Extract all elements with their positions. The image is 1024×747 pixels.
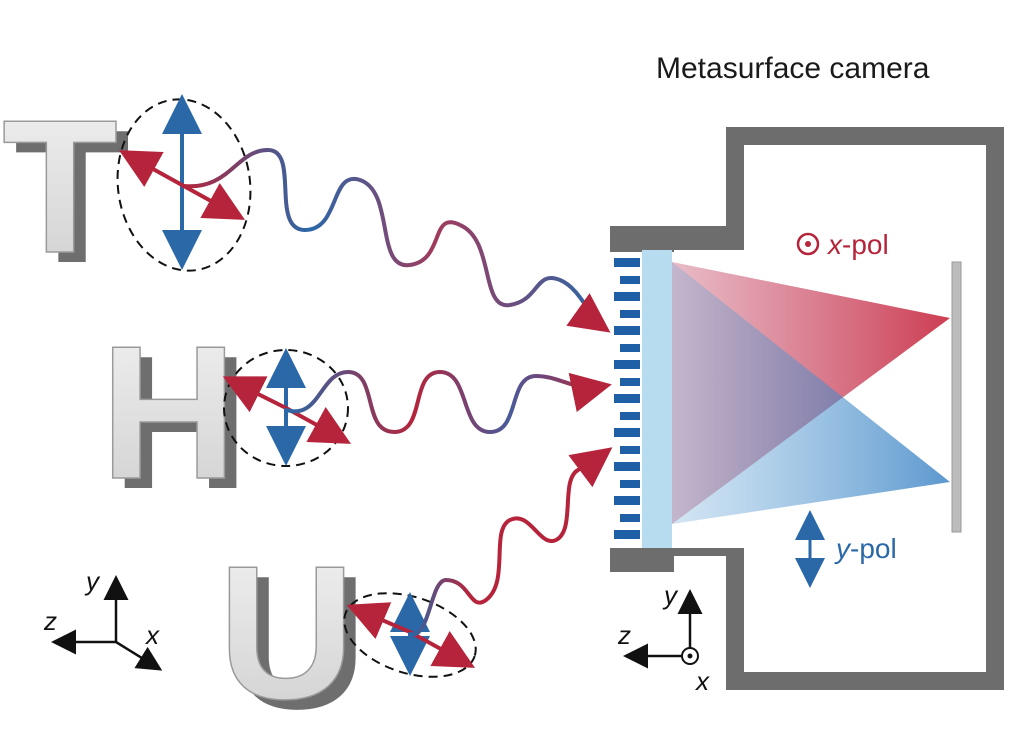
- diagram-title: Metasurface camera: [656, 52, 930, 85]
- out-of-plane-icon: [796, 232, 820, 256]
- letter-t-side: T: [14, 91, 130, 303]
- wave-t: [182, 147, 611, 333]
- metasurface-substrate: [642, 250, 672, 548]
- axis-right-y-label: y: [662, 580, 679, 610]
- letter-t: T T: [1, 80, 130, 303]
- letter-u-face: U: [218, 527, 355, 739]
- y-pol-beam: [672, 262, 950, 524]
- axis-left-z-label: z: [43, 606, 57, 636]
- x-pol-variable: x: [826, 229, 843, 260]
- polarization-ellipse-h: [222, 348, 352, 467]
- camera-housing: [612, 127, 1004, 690]
- y-pol-suffix: -pol: [850, 533, 897, 564]
- letter-t-face: T: [2, 81, 118, 293]
- aperture-top-lip: [610, 226, 674, 252]
- letter-u: U U: [217, 526, 367, 747]
- wave-u: [408, 447, 613, 637]
- image-sensor: [951, 261, 962, 533]
- polarization-ellipse-t: [116, 94, 252, 272]
- x-pol-label: x-pol: [796, 229, 889, 260]
- svg-text:y-pol: y-pol: [834, 533, 897, 564]
- wave-h: [284, 369, 612, 435]
- polarization-ellipse-u: [343, 592, 477, 678]
- axis-right-x-label: x: [694, 666, 710, 696]
- axes-right: y z x: [617, 580, 710, 696]
- axes-left: y z x: [43, 566, 163, 671]
- y-pol-label: y-pol: [795, 510, 897, 588]
- axis-right-z-label: z: [617, 620, 631, 650]
- metasurface-pillars: [614, 258, 640, 539]
- axis-left-y-label: y: [84, 566, 101, 596]
- letter-h-face: H: [100, 307, 237, 519]
- svg-text:x-pol: x-pol: [826, 229, 889, 260]
- letter-h: H H: [99, 306, 249, 529]
- letter-u-side: U: [230, 537, 367, 747]
- y-pol-variable: y: [834, 533, 852, 564]
- axis-left-x-label: x: [144, 620, 160, 650]
- aperture-bottom-lip: [610, 548, 674, 572]
- x-pol-suffix: -pol: [842, 229, 889, 260]
